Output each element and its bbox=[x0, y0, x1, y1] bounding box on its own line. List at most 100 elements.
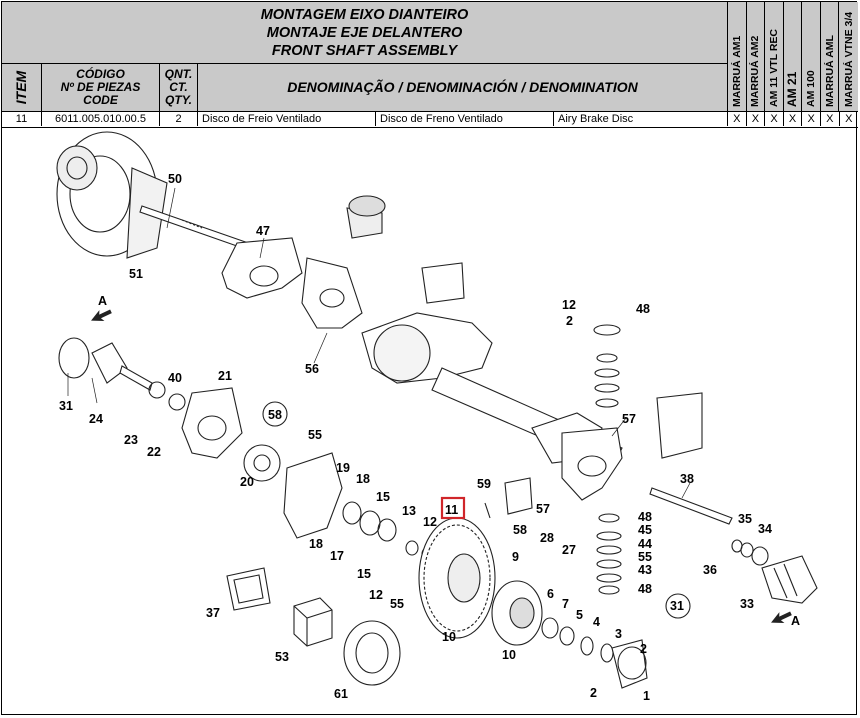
gasket-61 bbox=[343, 620, 401, 686]
col-header-item-label: ITEM bbox=[12, 70, 29, 105]
callout: 12 bbox=[369, 588, 383, 602]
callout: 38 bbox=[680, 472, 694, 486]
col-header-denomination-label: DENOMINAÇÃO / DENOMINACIÓN / DENOMINATIO… bbox=[287, 79, 638, 95]
callout: 33 bbox=[740, 597, 754, 611]
model-col-7: MARRUÁ VTNE 3/4 bbox=[839, 2, 858, 112]
row-mark-1: X bbox=[728, 112, 747, 126]
callout: 50 bbox=[168, 172, 182, 186]
callout: 28 bbox=[540, 531, 554, 545]
callout: 34 bbox=[758, 522, 772, 536]
row-mark-2: X bbox=[747, 112, 766, 126]
callout: 56 bbox=[305, 362, 319, 376]
steering-knuckle-left bbox=[181, 387, 243, 459]
callout: 31 bbox=[670, 599, 684, 613]
col-header-code-l2: Nº DE PIEZAS bbox=[60, 80, 141, 94]
callout: 3 bbox=[615, 627, 622, 641]
callout: 58 bbox=[268, 408, 282, 422]
view-arrow-top: A bbox=[91, 294, 112, 322]
hub-cap bbox=[611, 639, 648, 689]
callout: 44 bbox=[638, 537, 652, 551]
callout: 18 bbox=[356, 472, 370, 486]
title-line-en: FRONT SHAFT ASSEMBLY bbox=[271, 42, 458, 59]
wheel-hub-left bbox=[243, 444, 281, 482]
title-line-pt: MONTAGEM EIXO DIANTEIRO bbox=[260, 6, 469, 23]
callout: 6 bbox=[547, 587, 554, 601]
bearing-set bbox=[342, 501, 433, 561]
row-mark-3: X bbox=[765, 112, 784, 126]
callout: 18 bbox=[309, 537, 323, 551]
callout: 58 bbox=[513, 523, 527, 537]
callout: 15 bbox=[357, 567, 371, 581]
callout: 48 bbox=[638, 510, 652, 524]
model-columns: MARRUÁ AM1 MARRUÁ AM2 AM 11 VTL REC AM 2… bbox=[728, 2, 858, 112]
cv-boot-right bbox=[761, 555, 818, 604]
col-header-denomination: DENOMINAÇÃO / DENOMINACIÓN / DENOMINATIO… bbox=[198, 64, 728, 112]
col-header-qty-l2: CT. bbox=[169, 80, 188, 94]
callout: 57 bbox=[536, 502, 550, 516]
gasket-37 bbox=[226, 567, 271, 611]
callout: 20 bbox=[240, 475, 254, 489]
callout: 12 bbox=[423, 515, 437, 529]
model-label: MARRUÁ AML bbox=[823, 35, 836, 107]
callout: 48 bbox=[636, 302, 650, 316]
col-header-code: CÓDIGO Nº DE PIEZAS CODE bbox=[42, 64, 160, 112]
callout: 37 bbox=[206, 606, 220, 620]
callout: 55 bbox=[308, 428, 322, 442]
model-col-6: MARRUÁ AML bbox=[820, 2, 840, 112]
brake-disc bbox=[418, 517, 496, 639]
axle-shaft-right bbox=[649, 487, 769, 566]
row-name-es: Disco de Freno Ventilado bbox=[376, 112, 554, 126]
model-label: AM 21 bbox=[785, 71, 800, 107]
row-name-en: Airy Brake Disc bbox=[554, 112, 728, 126]
callout: 5 bbox=[576, 608, 583, 622]
row-name-pt: Disco de Freio Ventilado bbox=[198, 112, 376, 126]
title-line-es: MONTAJE EJE DELANTERO bbox=[266, 24, 463, 41]
callout: 13 bbox=[402, 504, 416, 518]
col-header-qty: QNT. CT. QTY. bbox=[160, 64, 198, 112]
model-col-2: MARRUÁ AM2 bbox=[746, 2, 766, 112]
bolt-60 bbox=[484, 502, 491, 519]
row-mark-6: X bbox=[821, 112, 840, 126]
steering-knuckle-upper bbox=[221, 195, 386, 329]
callout: 2 bbox=[590, 686, 597, 700]
row-mark-4: X bbox=[784, 112, 803, 126]
callout: 2 bbox=[640, 642, 647, 656]
exploded-view-drawing: A A 50 51 47 56 12 2 48 57 38 21 40 31 2… bbox=[56, 131, 818, 703]
cube-part-51 bbox=[293, 597, 333, 647]
model-col-4: AM 21 bbox=[783, 2, 803, 112]
model-col-3: AM 11 VTL REC bbox=[765, 2, 784, 112]
model-label: AM 100 bbox=[805, 70, 818, 107]
callout: 61 bbox=[334, 687, 348, 701]
callout: 15 bbox=[376, 490, 390, 504]
callout: 55 bbox=[638, 550, 652, 564]
callout: 27 bbox=[562, 543, 576, 557]
callout-highlighted: 11 bbox=[445, 503, 458, 517]
view-arrow-bottom: A bbox=[771, 611, 800, 628]
callout: 45 bbox=[638, 523, 652, 537]
callout: 22 bbox=[147, 445, 161, 459]
row-qty: 2 bbox=[160, 112, 198, 126]
dust-shield bbox=[283, 452, 343, 539]
table-row: 11 6011.005.010.00.5 2 Disco de Freio Ve… bbox=[2, 112, 858, 128]
callout: 10 bbox=[502, 648, 516, 662]
callout: 1 bbox=[643, 689, 650, 703]
cover-plate-58 bbox=[504, 477, 533, 515]
row-code: 6011.005.010.00.5 bbox=[42, 112, 160, 126]
callout: 21 bbox=[218, 369, 232, 383]
row-item: 11 bbox=[2, 112, 42, 126]
col-header-item: ITEM bbox=[2, 64, 42, 112]
col-header-code-l1: CÓDIGO bbox=[76, 67, 125, 81]
col-header-qty-l3: QTY. bbox=[165, 93, 192, 107]
cv-joint-left bbox=[58, 337, 186, 411]
callout: 17 bbox=[330, 549, 344, 563]
col-header-code-l3: CODE bbox=[83, 93, 118, 107]
model-col-5: AM 100 bbox=[802, 2, 821, 112]
callout: 36 bbox=[703, 563, 717, 577]
callout: 47 bbox=[256, 224, 270, 238]
hub-disc-top-left bbox=[56, 131, 168, 259]
model-label: MARRUÁ VTNE 3/4 bbox=[842, 11, 855, 107]
view-marker-bottom: A bbox=[791, 614, 800, 628]
callout: 31 bbox=[59, 399, 73, 413]
model-label: AM 11 VTL REC bbox=[767, 29, 780, 107]
